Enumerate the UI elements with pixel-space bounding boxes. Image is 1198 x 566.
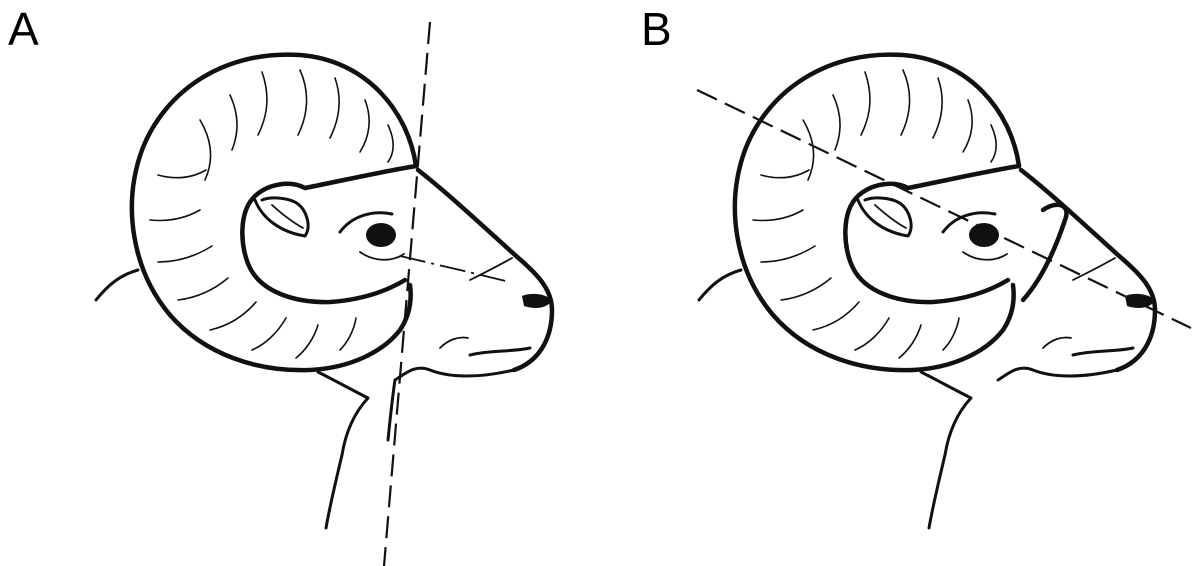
- mouth: [1073, 348, 1133, 355]
- ram-figure: [699, 55, 1155, 528]
- horn-band: [1023, 205, 1066, 300]
- under-eye: [963, 252, 1007, 260]
- ram-head-drawing-b: [599, 0, 1198, 566]
- panel-b: B: [599, 0, 1198, 566]
- horn-ridges: [150, 70, 393, 358]
- chin: [395, 368, 514, 380]
- chin: [998, 368, 1117, 380]
- ram-head-drawing-a: [0, 0, 599, 566]
- face-profile: [418, 170, 552, 370]
- face-profile: [1021, 170, 1155, 370]
- throat: [318, 372, 368, 528]
- eye: [366, 223, 396, 247]
- jaw-fold: [1043, 337, 1071, 348]
- horn-tip: [699, 270, 741, 300]
- mouth: [470, 348, 530, 355]
- horn-base: [858, 198, 911, 236]
- panel-a: A: [0, 0, 599, 566]
- throat: [921, 372, 971, 528]
- muzzle-fold: [1073, 258, 1115, 280]
- horn-ridges: [753, 70, 996, 358]
- under-eye: [360, 252, 404, 260]
- ram-figure: [96, 55, 552, 528]
- neck-front: [388, 380, 395, 440]
- horn-tip: [96, 270, 138, 300]
- reference-line-oblique: [697, 90, 1191, 328]
- eye: [969, 223, 999, 247]
- jaw-fold: [440, 337, 468, 348]
- horn-base: [255, 198, 308, 236]
